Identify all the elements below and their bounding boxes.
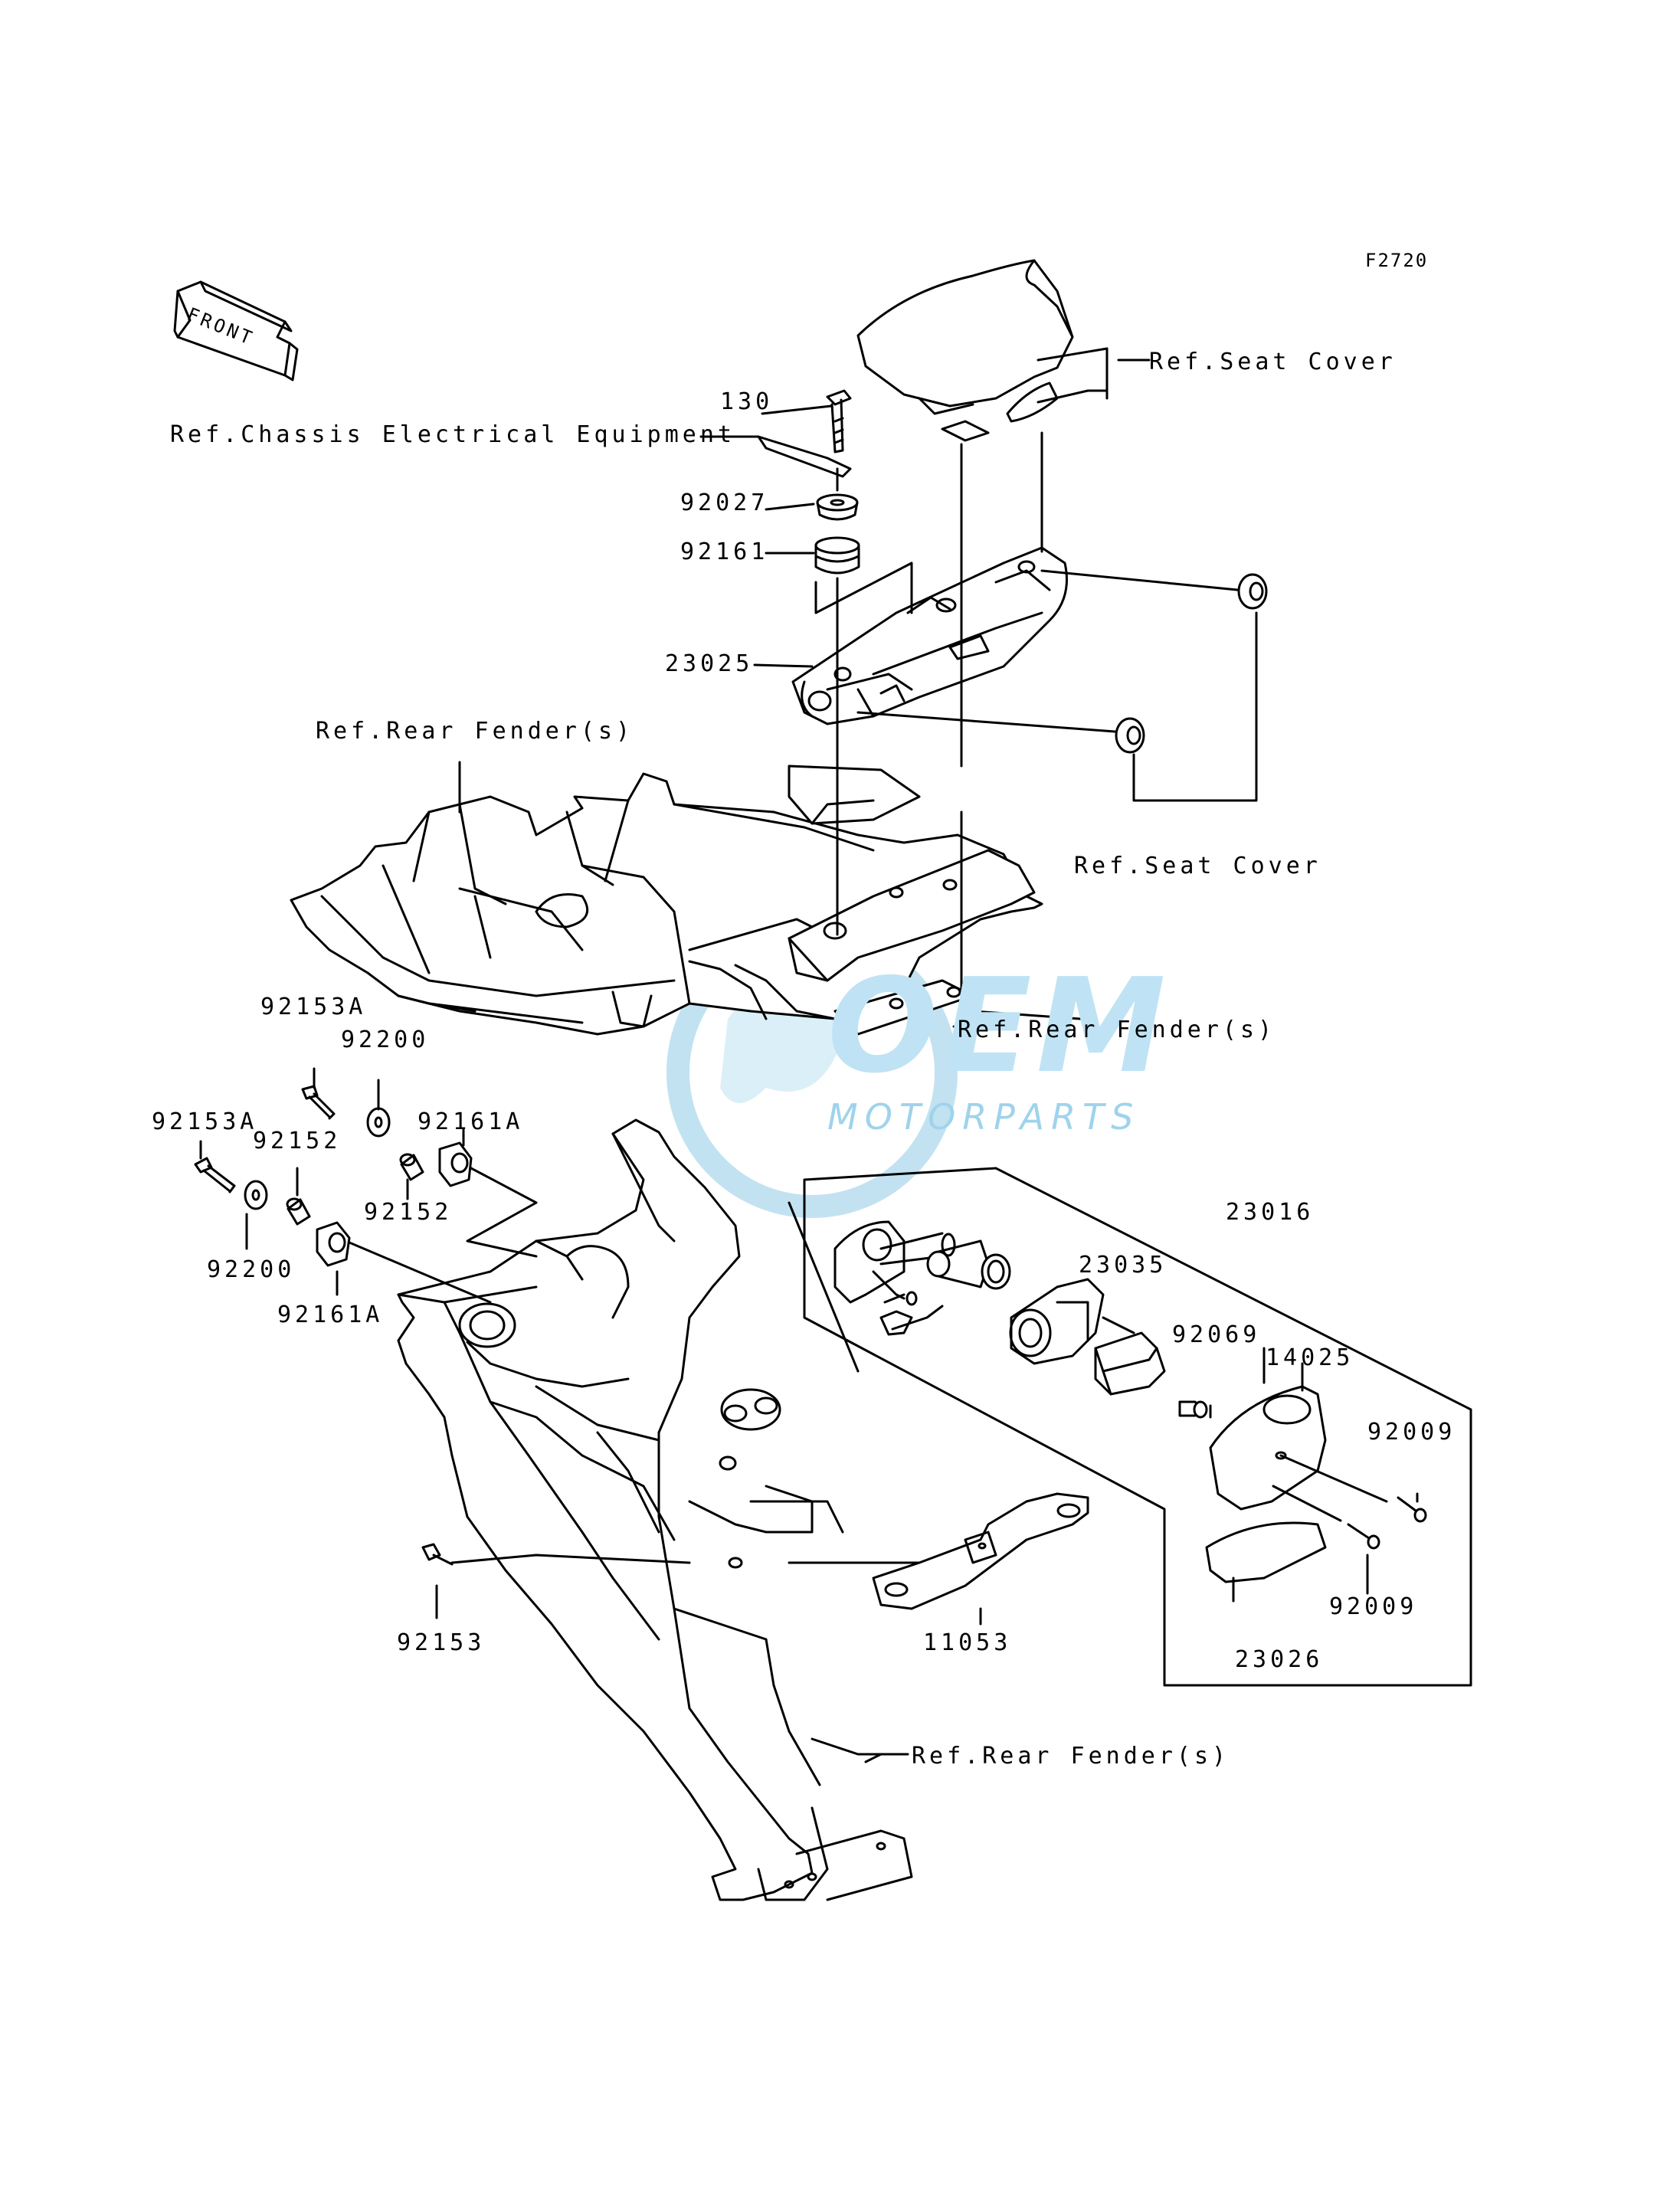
ref-seat-cover-top: Ref.Seat Cover (1149, 349, 1397, 375)
label-92161A-lower: 92161A (277, 1302, 384, 1328)
screw-92153 (421, 1543, 454, 1566)
screw-92153A-lower (194, 1157, 236, 1193)
label-92027: 92027 (680, 489, 769, 516)
label-92069: 92069 (1172, 1321, 1261, 1348)
bolt-130 (826, 389, 852, 453)
label-92153A-upper: 92153A (260, 994, 367, 1020)
lens-14025 (1209, 1385, 1327, 1511)
label-92200-lower: 92200 (207, 1256, 296, 1283)
label-92152-left: 92152 (253, 1128, 342, 1154)
label-92153: 92153 (397, 1629, 486, 1656)
screw-92009-right (1397, 1496, 1427, 1523)
front-arrow-icon (173, 280, 299, 381)
bracket-23025 (791, 546, 1068, 725)
cover-23026 (1205, 1521, 1327, 1583)
label-92161: 92161 (680, 539, 769, 565)
screw-92009-lower (1347, 1523, 1380, 1550)
rear-fender-bracket (788, 849, 1036, 1036)
label-23026: 23026 (1235, 1646, 1324, 1673)
ref-seat-cover-mid: Ref.Seat Cover (1074, 853, 1321, 879)
watermark-subtitle: MOTORPARTS (827, 1096, 1141, 1138)
label-23035: 23035 (1079, 1252, 1167, 1279)
label-92009-right: 92009 (1367, 1419, 1456, 1446)
assembly-box-23016 (803, 1167, 1472, 1687)
label-92009-lower: 92009 (1329, 1593, 1418, 1620)
label-92152-right: 92152 (364, 1199, 453, 1226)
ref-rear-fender-upper: Ref.Rear Fender(s) (316, 718, 634, 745)
label-92200-upper: 92200 (341, 1026, 430, 1053)
ref-rear-fender-mid: Ref.Rear Fender(s) (958, 1017, 1276, 1043)
lamp-housing (833, 1220, 956, 1336)
diagram-code: F2720 (1365, 250, 1429, 271)
label-11053: 11053 (923, 1629, 1012, 1656)
label-130: 130 (720, 388, 774, 415)
ref-chassis-electrical: Ref.Chassis Electrical Equipment (170, 421, 735, 448)
bulb (926, 1239, 1011, 1290)
lower-rear-fender (397, 1118, 913, 1901)
license-bracket-11053 (872, 1492, 1089, 1610)
label-14025: 14025 (1266, 1344, 1354, 1371)
seat-cover-part (856, 259, 1074, 442)
label-92161A-upper: 92161A (418, 1108, 524, 1135)
label-23016: 23016 (1226, 1199, 1315, 1226)
watermark-brand: OEM (827, 951, 1171, 1102)
socket-23035 (1094, 1331, 1166, 1396)
ref-rear-fender-lower: Ref.Rear Fender(s) (912, 1743, 1230, 1770)
label-92153A-lower: 92153A (152, 1108, 258, 1135)
screw-92153A-upper (301, 1085, 336, 1120)
lens-holder (1009, 1278, 1105, 1365)
label-23025: 23025 (665, 650, 754, 677)
